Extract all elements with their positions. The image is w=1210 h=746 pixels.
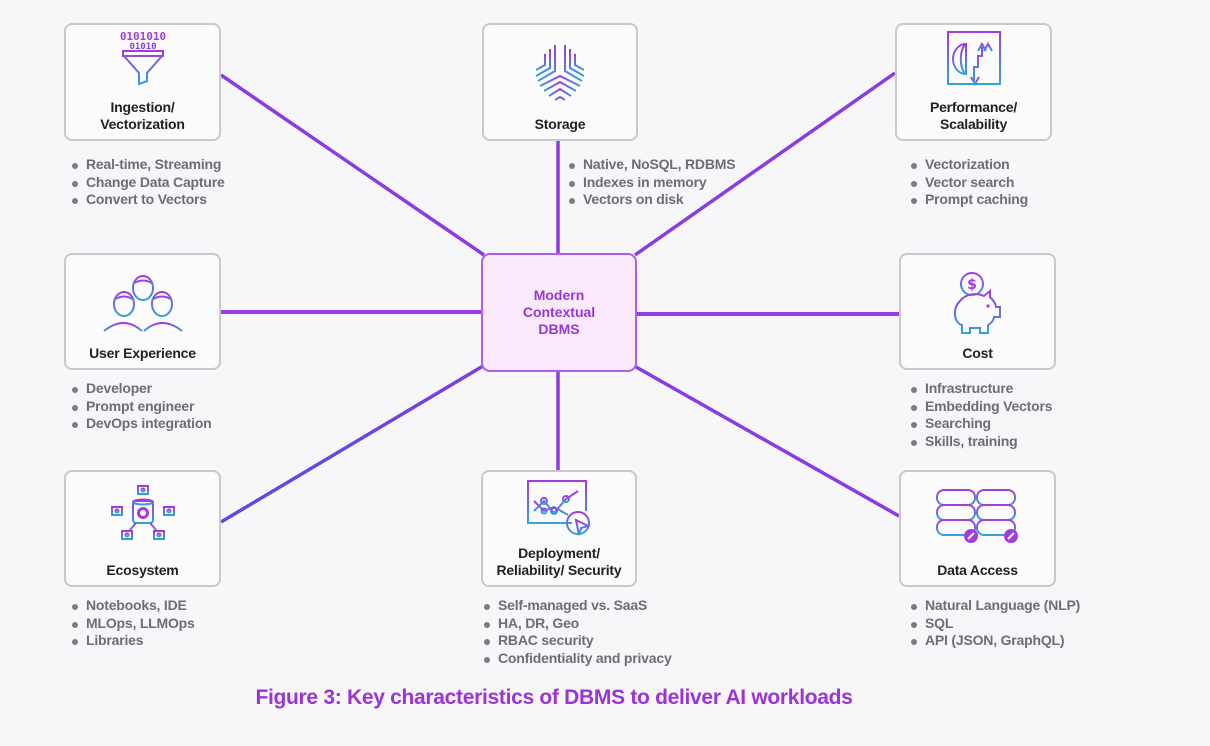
bullet-item: SQL [909, 615, 1080, 633]
connector-performance [633, 71, 897, 257]
chart-window-cursor-icon [527, 480, 591, 536]
node-ecosystem: Ecosystem [64, 470, 221, 587]
bullets-performance: Vectorization Vector search Prompt cachi… [909, 156, 1028, 209]
node-title: User Experience [89, 345, 196, 361]
bullets-user-experience: Developer Prompt engineer DevOps integra… [70, 380, 212, 433]
node-title: Data Access [937, 562, 1018, 578]
bullets-ecosystem: Notebooks, IDE MLOps, LLMOps Libraries [70, 597, 195, 650]
connector-ecosystem [220, 364, 484, 524]
bullet-item: Libraries [70, 632, 195, 650]
bullet-item: Vector search [909, 174, 1028, 192]
bullet-item: Self-managed vs. SaaS [482, 597, 672, 615]
bullet-item: Searching [909, 415, 1052, 433]
piggy-bank-icon: $ [953, 272, 1001, 334]
bullet-item: Change Data Capture [70, 174, 225, 192]
bullet-item: Indexes in memory [567, 174, 735, 192]
bullets-data-access: Natural Language (NLP) SQL API (JSON, Gr… [909, 597, 1080, 650]
bullet-item: Skills, training [909, 433, 1052, 451]
svg-text:$: $ [967, 277, 977, 293]
node-title: Performance/ Scalability [929, 99, 1018, 132]
bullet-item: RBAC security [482, 632, 672, 650]
center-node: Modern Contextual DBMS [481, 253, 637, 372]
bullet-item: Natural Language (NLP) [909, 597, 1080, 615]
funnel-binary-icon: 0101010 01010 [119, 30, 166, 86]
bullet-item: HA, DR, Geo [482, 615, 672, 633]
node-title: Storage [534, 116, 586, 132]
bullet-item: Developer [70, 380, 212, 398]
node-data-access: Data Access [899, 470, 1056, 587]
node-title: Ecosystem [106, 562, 179, 578]
bullet-item: Infrastructure [909, 380, 1052, 398]
bullet-item: Prompt engineer [70, 398, 212, 416]
bullet-item: API (JSON, GraphQL) [909, 632, 1080, 650]
bullet-item: Confidentiality and privacy [482, 650, 672, 668]
node-ingestion: 0101010 01010 Ingestion/ Vectorization [64, 23, 221, 141]
bullets-cost: Infrastructure Embedding Vectors Searchi… [909, 380, 1052, 450]
bullet-item: Notebooks, IDE [70, 597, 195, 615]
node-storage: Storage [482, 23, 638, 141]
node-title: Ingestion/ Vectorization [100, 99, 185, 132]
connector-data-access [635, 365, 900, 518]
users-group-icon [102, 275, 183, 332]
bullet-item: Native, NoSQL, RDBMS [567, 156, 736, 174]
globe-arrows-icon [946, 31, 1001, 87]
svg-text:0101010: 0101010 [119, 30, 165, 43]
bullet-item: Prompt caching [909, 191, 1028, 209]
network-nodes-icon [110, 485, 175, 540]
center-title: Modern Contextual DBMS [522, 287, 596, 337]
bullet-item: Convert to Vectors [70, 191, 225, 209]
storage-hexagon-icon [535, 42, 585, 101]
bullet-item: DevOps integration [70, 415, 212, 433]
node-title: Deployment/ Reliability/ Security [496, 545, 622, 578]
bullet-item: Vectorization [909, 156, 1028, 174]
bullet-item: Vectors on disk [567, 191, 735, 209]
node-user-experience: User Experience [64, 253, 221, 370]
figure-caption: Figure 3: Key characteristics of DBMS to… [255, 686, 853, 709]
bullet-item: Real-time, Streaming [70, 156, 225, 174]
node-cost: $ Cost [899, 253, 1056, 370]
connector-ingestion [220, 73, 485, 257]
bullets-ingestion: Real-time, Streaming Change Data Capture… [70, 156, 225, 209]
node-title: Cost [962, 345, 993, 361]
bullets-storage: Native, NoSQL, RDBMS Indexes in memory V… [567, 156, 736, 209]
svg-text:01010: 01010 [129, 42, 156, 52]
database-pair-icon [935, 489, 1018, 543]
node-performance: Performance/ Scalability [895, 23, 1052, 141]
bullet-item: MLOps, LLMOps [70, 615, 195, 633]
node-deployment: Deployment/ Reliability/ Security [481, 470, 637, 587]
bullet-item: Embedding Vectors [909, 398, 1052, 416]
bullets-deployment: Self-managed vs. SaaS HA, DR, Geo RBAC s… [482, 597, 672, 667]
